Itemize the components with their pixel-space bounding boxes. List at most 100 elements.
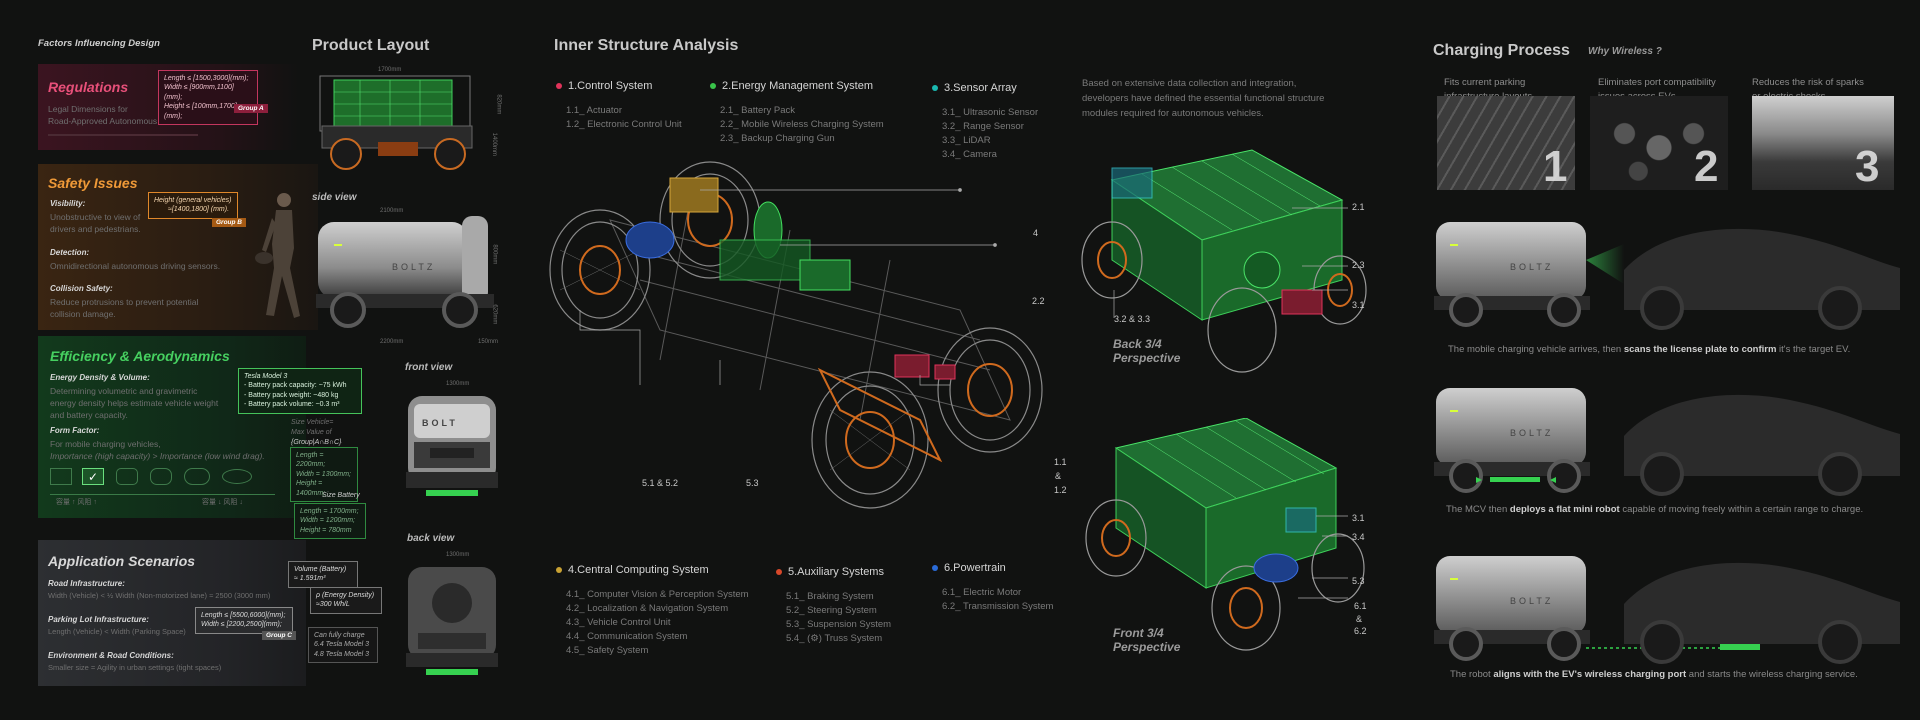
system-item: 4.3_ Vehicle Control Unit bbox=[566, 617, 671, 628]
form-factor-text-1: For mobile charging vehicles, bbox=[50, 439, 161, 449]
charge-box: Can fully charge 6.4 Tesla Model 3 4.8 T… bbox=[308, 627, 378, 664]
regulations-footnote bbox=[48, 134, 198, 136]
svg-text:BOLTZ: BOLTZ bbox=[392, 262, 435, 272]
shape-option-ellipse bbox=[222, 469, 252, 484]
perspective-line: Back 3/4 bbox=[1113, 337, 1162, 351]
system-title: 6.Powertrain bbox=[944, 562, 1006, 574]
tesla-line: - Battery pack capacity: ~75 kWh bbox=[244, 382, 347, 390]
system-item: 5.1_ Braking System bbox=[786, 591, 874, 602]
caption-part: The mobile charging vehicle arrives, the… bbox=[1448, 344, 1624, 355]
front-view-label: front view bbox=[405, 362, 453, 373]
dim-top: 1700mm bbox=[378, 67, 402, 73]
system-block-4: 4.Central Computing System 4.1_ Computer… bbox=[556, 564, 749, 658]
system-item: 5.3_ Suspension System bbox=[786, 619, 892, 630]
form-factor-text-2: Importance (high capacity) > Importance … bbox=[50, 451, 265, 461]
system-item: 1.2_ Electronic Control Unit bbox=[566, 119, 682, 130]
callout-amp: & bbox=[1055, 471, 1062, 481]
regulations-title: Regulations bbox=[48, 79, 129, 95]
shape-options: ✓ bbox=[50, 468, 270, 488]
group-b-line: ≈[1400,1800] (mm). bbox=[168, 206, 230, 214]
step-2-caption: The MCV then deploys a flat mini robot c… bbox=[1446, 504, 1863, 515]
energy-density-text-3: and battery capacity. bbox=[50, 410, 128, 420]
step-2-scene: BOLTZ bbox=[1434, 388, 1900, 496]
efficiency-panel: Efficiency & Aerodynamics Energy Density… bbox=[38, 336, 306, 518]
callout-5-1-5-2: 5.1 & 5.2 bbox=[642, 478, 679, 488]
caption-bold: aligns with the EV's wireless charging p… bbox=[1493, 669, 1687, 680]
intro-line: Based on extensive data collection and i… bbox=[1082, 78, 1297, 89]
front-callout-3-1: 3.1 bbox=[1352, 513, 1365, 523]
size-battery-line: Height = 780mm bbox=[300, 526, 352, 534]
collision-text-2: collision damage. bbox=[50, 309, 116, 319]
system-item: 6.2_ Transmission System bbox=[942, 601, 1054, 612]
energy-dot bbox=[710, 83, 716, 90]
visibility-label: Visibility: bbox=[50, 199, 86, 208]
back-perspective-drawing bbox=[1081, 149, 1367, 373]
group-b-line: Height (general vehicles) bbox=[154, 197, 232, 204]
charge-line: 4.8 Tesla Model 3 bbox=[314, 650, 369, 658]
system-item: 4.1_ Computer Vision & Perception System bbox=[566, 589, 749, 600]
reason-number-3: 3 bbox=[1855, 142, 1880, 191]
system-item: 2.1_ Battery Pack bbox=[720, 105, 795, 116]
caption-part: The robot bbox=[1450, 669, 1494, 680]
perspective-line: Perspective bbox=[1113, 640, 1181, 654]
group-c-line: Width ≤ [2200,2500](mm); bbox=[201, 621, 282, 629]
system-block-6: 6.Powertrain 6.1_ Electric Motor 6.2_ Tr… bbox=[932, 562, 1053, 614]
group-a-tag: Group A bbox=[234, 104, 268, 113]
shape-option-rounded bbox=[116, 468, 138, 485]
reason-number-2: 2 bbox=[1694, 142, 1719, 191]
form-factor-label: Form Factor: bbox=[50, 426, 100, 435]
dim-back: 1300mm bbox=[446, 552, 470, 558]
form-axis-left: 容量 ↑ 风阻 ↑ bbox=[56, 499, 97, 506]
size-vehicle-line: Height = 1400mm; bbox=[296, 480, 326, 497]
environment-text: Smaller size = Agility in urban settings… bbox=[48, 663, 222, 672]
size-vehicle-label: Size Vehicle= Max Value of {Group|A∩B∩C} bbox=[291, 418, 341, 448]
size-vehicle-line: Length = 2200mm; bbox=[296, 452, 326, 469]
size-battery-line: Width = 1200mm; bbox=[300, 517, 355, 525]
side-view-label: side view bbox=[312, 192, 357, 203]
svg-text:BOLTZ: BOLTZ bbox=[1510, 262, 1553, 272]
application-title: Application Scenarios bbox=[48, 553, 196, 569]
callout-1-1: 1.1 bbox=[1054, 457, 1067, 467]
shape-option-selected: ✓ bbox=[82, 468, 104, 485]
reason-line: Fits current parking bbox=[1444, 77, 1526, 88]
dim-w: 2100mm bbox=[380, 208, 404, 214]
side-view-vehicle: BOLTZ bbox=[316, 216, 494, 328]
reason-line: Reduces the risk of sparks bbox=[1752, 77, 1864, 88]
form-axis-right: 容量 ↓ 风阻 ↓ bbox=[202, 499, 243, 506]
dim-s2: 620mm bbox=[491, 304, 498, 325]
tesla-line: - Battery pack weight: ~480 kg bbox=[244, 391, 339, 399]
energy-density-label: Energy Density & Volume: bbox=[50, 373, 150, 382]
size-battery-box: Length = 1700mm; Width = 1200mm; Height … bbox=[294, 503, 366, 540]
system-block-3: 3.Sensor Array 3.1_ Ultrasonic Sensor 3.… bbox=[932, 82, 1038, 162]
powertrain-dot bbox=[932, 565, 938, 572]
tesla-box: Tesla Model 3 - Battery pack capacity: ~… bbox=[238, 368, 362, 414]
dim-front: 1300mm bbox=[446, 381, 470, 387]
auxiliary-dot bbox=[776, 569, 782, 576]
front-view-vehicle: BOLT bbox=[406, 396, 498, 496]
system-item: 1.1_ Actuator bbox=[566, 105, 622, 116]
caption-part: it's the target EV. bbox=[1776, 344, 1851, 355]
collision-label: Collision Safety: bbox=[50, 284, 113, 293]
top-view-drawing bbox=[319, 75, 473, 170]
group-c-tag: Group C bbox=[262, 631, 296, 640]
energy-density-text-2: energy density helps estimate vehicle we… bbox=[50, 398, 219, 408]
callout-5-3: 5.3 bbox=[746, 478, 759, 488]
back-callout-2-3: 2.3 bbox=[1352, 260, 1365, 270]
svg-text:BOLT: BOLT bbox=[422, 418, 458, 428]
group-a-line: Length ≤ [1500,3000](mm); bbox=[164, 75, 249, 82]
regulations-text-2: Road-Approved Autonomous Vehicles bbox=[48, 116, 192, 126]
system-item: 3.2_ Range Sensor bbox=[942, 121, 1024, 132]
detection-label: Detection: bbox=[50, 248, 90, 257]
back-view-label: back view bbox=[407, 533, 455, 544]
charging-title: Charging Process bbox=[1433, 42, 1570, 59]
intro-line: modules required for autonomous vehicles… bbox=[1082, 108, 1264, 119]
size-battery-label: Size Battery bbox=[322, 492, 360, 499]
step-1-scene: BOLTZ bbox=[1434, 222, 1900, 330]
front-callout-6-1: 6.1 bbox=[1354, 601, 1367, 611]
road-label: Road Infrastructure: bbox=[48, 579, 125, 588]
road-text: Width (Vehicle) < ½ Width (Non-motorized… bbox=[48, 591, 271, 600]
visibility-text-2: drivers and pedestrians. bbox=[50, 224, 141, 234]
group-b-tag: Group B bbox=[212, 218, 246, 227]
svg-text:BOLTZ: BOLTZ bbox=[1510, 596, 1553, 606]
why-wireless: Why Wireless ? bbox=[1588, 46, 1662, 57]
